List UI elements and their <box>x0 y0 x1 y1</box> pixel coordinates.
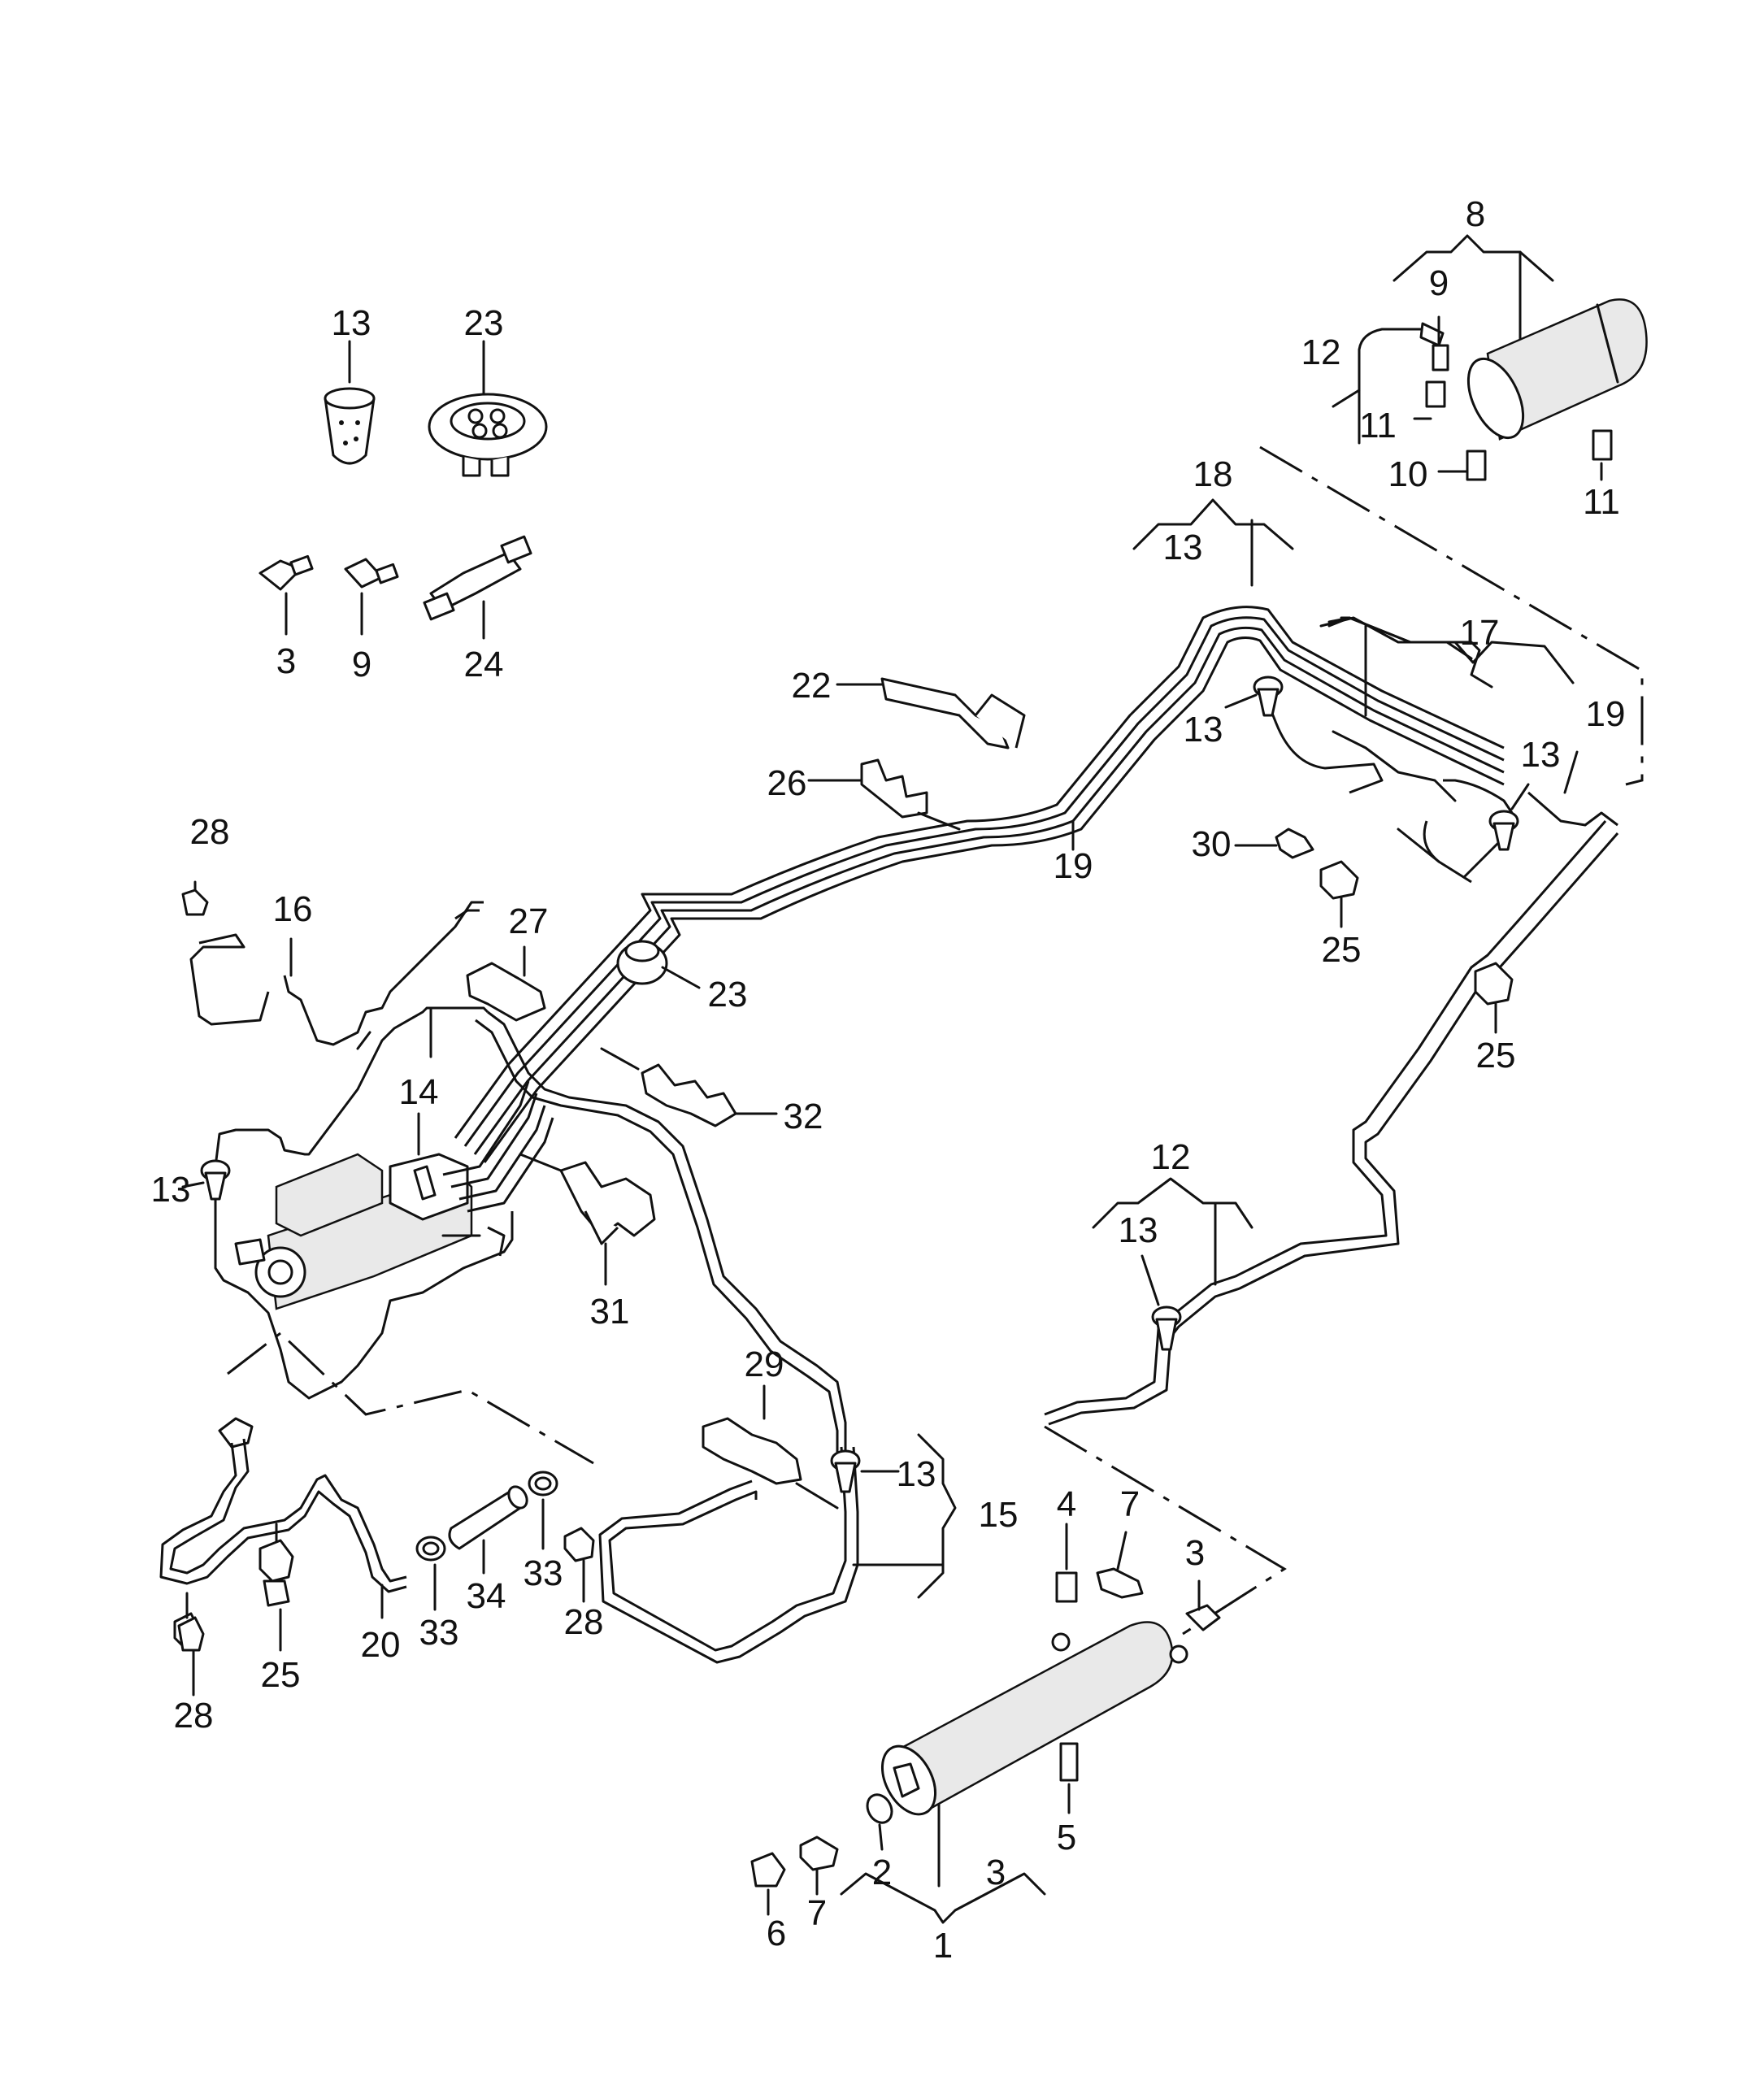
clip-25-right <box>1474 962 1514 1034</box>
reference-line-left <box>227 1332 594 1465</box>
label-19: 19 <box>1054 846 1093 886</box>
label-13-top: 13 <box>332 303 371 343</box>
label-13-right-b: 13 <box>1521 735 1561 775</box>
fitting-3-detail <box>259 554 314 636</box>
label-12-tank: 12 <box>1301 332 1341 372</box>
label-25-mid: 25 <box>1322 930 1362 970</box>
fitting-7-low <box>799 1836 839 1896</box>
hose-clamp-33-a <box>415 1536 446 1611</box>
clip-29 <box>702 1384 839 1510</box>
label-18: 18 <box>1193 454 1233 494</box>
connector-28-mid <box>563 1527 595 1603</box>
label-13-mid: 13 <box>897 1454 936 1494</box>
fitting-3-top <box>1185 1579 1221 1631</box>
label-33-b: 33 <box>524 1553 563 1593</box>
clip-26 <box>807 758 961 831</box>
fitting-4 <box>1055 1523 1078 1603</box>
reference-line-upper <box>1259 445 1644 786</box>
pipe-bundle-19 <box>454 519 1505 1163</box>
callout-labels: 13 23 3 9 24 8 9 12 11 10 11 18 13 17 13… <box>151 194 1626 1966</box>
pressure-reservoir-1 <box>840 1621 1188 1924</box>
hose-clamp-33-b <box>528 1471 558 1550</box>
label-30: 30 <box>1192 824 1232 864</box>
label-25-low: 25 <box>261 1655 301 1695</box>
group-12-bracket <box>1092 1177 1253 1351</box>
label-4: 4 <box>1057 1484 1076 1524</box>
hose-34 <box>448 1485 528 1575</box>
label-9-tank: 9 <box>1429 263 1449 303</box>
connector-28-low <box>177 1616 205 1652</box>
label-10: 10 <box>1388 454 1428 494</box>
clip-27 <box>466 945 546 1022</box>
label-3-res-low: 3 <box>986 1853 1006 1892</box>
label-34: 34 <box>467 1576 506 1616</box>
label-22: 22 <box>792 666 832 706</box>
label-16: 16 <box>273 889 313 929</box>
label-28-mid: 28 <box>564 1602 604 1642</box>
label-7-top: 7 <box>1120 1484 1140 1524</box>
label-25-right: 25 <box>1476 1036 1516 1075</box>
label-28-low: 28 <box>174 1696 214 1736</box>
bolt-5 <box>1059 1742 1079 1814</box>
label-32: 32 <box>784 1097 823 1136</box>
label-13-group12: 13 <box>1119 1210 1158 1250</box>
label-3-top: 3 <box>276 641 296 681</box>
label-17: 17 <box>1460 613 1500 653</box>
label-29: 29 <box>745 1345 784 1384</box>
label-14: 14 <box>399 1072 439 1112</box>
label-19-right: 19 <box>1586 694 1626 734</box>
label-23-top: 23 <box>464 303 504 343</box>
grommet-13-right-b <box>1488 783 1530 851</box>
pressure-reservoir-8 <box>1332 234 1648 481</box>
pipe-to-grommet-13-left <box>181 1006 847 1455</box>
pipe-19-right <box>1044 750 1619 1426</box>
label-3-res: 3 <box>1185 1533 1205 1573</box>
fitting-9-detail <box>344 558 399 636</box>
grommet-13-detail <box>324 340 376 465</box>
label-11-tank-a: 11 <box>1359 406 1397 445</box>
label-13-group18: 13 <box>1163 528 1203 567</box>
grommet-13-right-a <box>1224 676 1284 717</box>
label-1: 1 <box>933 1926 953 1966</box>
compressor-bracket-31 <box>519 1153 656 1286</box>
clip-30 <box>1234 828 1314 859</box>
seal-2 <box>866 1793 893 1851</box>
pressure-valve-24-detail <box>423 535 532 640</box>
label-8: 8 <box>1466 194 1485 234</box>
reference-line-right <box>1044 1425 1287 1636</box>
label-23: 23 <box>708 975 748 1014</box>
label-28-top: 28 <box>190 812 230 852</box>
clip-32 <box>600 1047 778 1127</box>
label-15: 15 <box>979 1495 1019 1535</box>
fitting-7-top <box>1096 1531 1144 1599</box>
bracket-22 <box>836 677 1026 749</box>
label-6: 6 <box>767 1914 786 1953</box>
compressor-14 <box>234 1080 554 1310</box>
label-5: 5 <box>1057 1818 1076 1857</box>
label-13-compressor: 13 <box>151 1170 191 1210</box>
label-24: 24 <box>464 645 504 684</box>
pipe-15 <box>598 1433 957 1664</box>
label-27: 27 <box>509 901 549 941</box>
label-2: 2 <box>872 1853 892 1892</box>
clip-25-mid <box>1319 860 1359 928</box>
label-31: 31 <box>590 1292 630 1332</box>
grommet-23-detail <box>428 340 548 477</box>
label-12: 12 <box>1151 1137 1191 1177</box>
label-13-right-a: 13 <box>1184 710 1223 749</box>
pipe-16-left <box>181 880 484 1046</box>
label-11-tank-b: 11 <box>1583 482 1620 522</box>
label-9-top: 9 <box>352 645 371 684</box>
grommet-23-on-bundle <box>616 940 701 989</box>
label-33-a: 33 <box>419 1613 459 1653</box>
label-26: 26 <box>767 763 807 803</box>
fitting-6 <box>750 1852 786 1916</box>
label-7-low: 7 <box>807 1893 827 1933</box>
label-20: 20 <box>361 1625 401 1665</box>
